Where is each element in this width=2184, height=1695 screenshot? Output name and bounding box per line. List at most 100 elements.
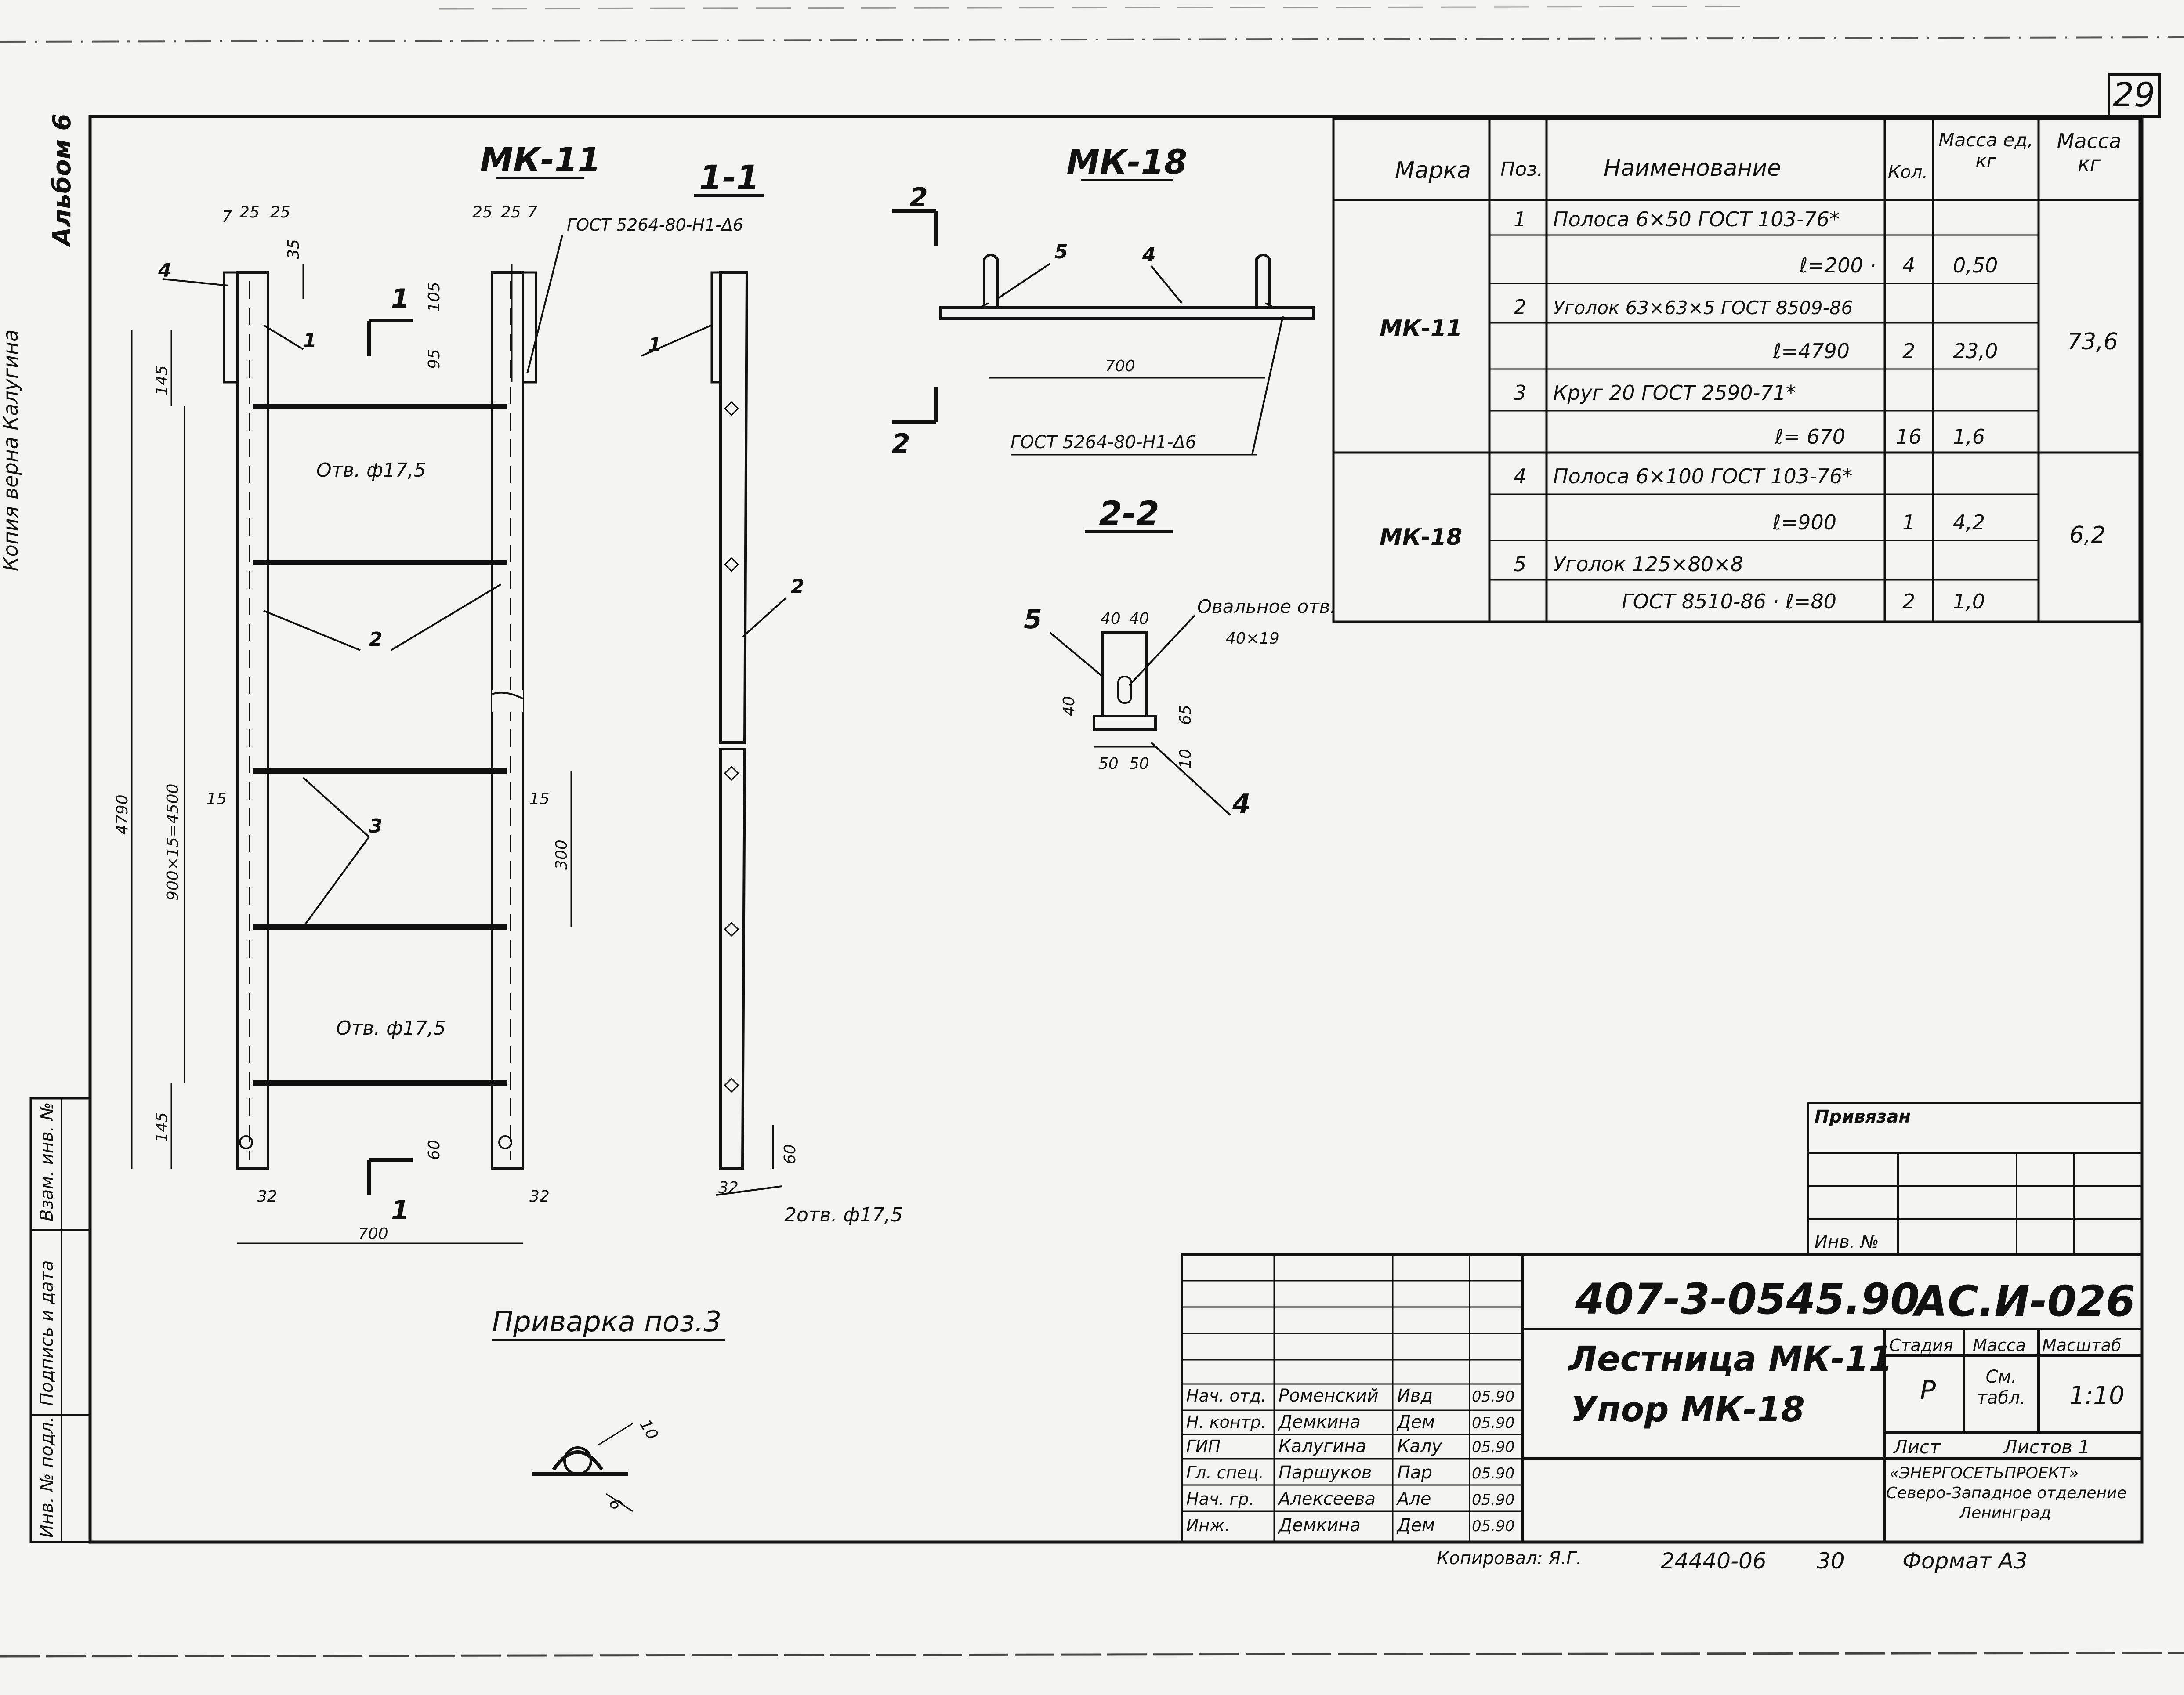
group-mk11-total: 73,6 bbox=[2067, 329, 2118, 355]
dim-95: 95 bbox=[425, 349, 443, 369]
row-unit: 0,50 bbox=[1953, 254, 1998, 277]
signer-sign: Ивд bbox=[1397, 1386, 1433, 1406]
oval-size: 40×19 bbox=[1226, 630, 1279, 648]
dim-105: 105 bbox=[425, 282, 443, 312]
th-mass: Масса кг bbox=[2057, 130, 2122, 175]
group-mk18-total: 6,2 bbox=[2069, 522, 2106, 548]
signer-role: Н. контр. bbox=[1186, 1412, 1266, 1432]
th-mark: Марка bbox=[1395, 157, 1471, 184]
weld-detail bbox=[532, 1423, 633, 1512]
signer-date: 05.90 bbox=[1472, 1438, 1514, 1456]
dim-32c: 32 bbox=[718, 1179, 739, 1197]
scale-value: 1:10 bbox=[2069, 1381, 2125, 1410]
pos-2-mk11: 2 bbox=[369, 628, 383, 651]
weld-title: Приварка поз.3 bbox=[492, 1306, 721, 1338]
dim-25d: 25 bbox=[501, 203, 521, 221]
left-strip bbox=[29, 1097, 91, 1543]
row-name: ℓ=200 · bbox=[1799, 254, 1876, 277]
group-mk11-mark: МК-11 bbox=[1380, 315, 1462, 342]
row-pos: 1 bbox=[1514, 207, 1526, 231]
org-city: Ленинград bbox=[1959, 1504, 2051, 1522]
mk11-plate-right bbox=[522, 271, 537, 384]
signer-date: 05.90 bbox=[1472, 1491, 1514, 1509]
hole-label-top: Отв. ф17,5 bbox=[316, 459, 426, 482]
dim-145b: 145 bbox=[153, 1112, 171, 1142]
row-unit: 1,6 bbox=[1953, 425, 1985, 449]
sheets-header: Листов 1 bbox=[2003, 1436, 2090, 1458]
dim-40b: 40 bbox=[1129, 610, 1149, 628]
scan-edge-top2 bbox=[439, 6, 1758, 10]
row-pos: 2 bbox=[1514, 295, 1526, 319]
signer-role: Нач. гр. bbox=[1186, 1489, 1254, 1509]
pos-2-section: 2 bbox=[791, 576, 804, 598]
row-qty: 2 bbox=[1902, 590, 1915, 613]
signer-sign: Пар bbox=[1397, 1463, 1432, 1483]
signer-name: Демкина bbox=[1278, 1515, 1361, 1536]
row-name: ℓ=4790 bbox=[1772, 339, 1850, 363]
signer-sign: Але bbox=[1396, 1489, 1431, 1509]
two-holes-label: 2отв. ф17,5 bbox=[784, 1204, 903, 1226]
dim-60: 60 bbox=[425, 1140, 443, 1160]
format-label: Формат А3 bbox=[1902, 1548, 2028, 1574]
mk11-ladder bbox=[223, 271, 537, 1170]
section22-title: 2-2 bbox=[1099, 494, 1159, 533]
signer-name: Роменский bbox=[1279, 1386, 1379, 1406]
doc-sheet: АС.И-026 bbox=[1912, 1277, 2135, 1326]
stage-value: Р bbox=[1920, 1375, 1936, 1406]
row-pos: 4 bbox=[1514, 464, 1526, 488]
row-qty: 2 bbox=[1902, 339, 1915, 363]
mk11-title: МК-11 bbox=[480, 140, 601, 179]
row-name: ℓ=900 bbox=[1772, 511, 1836, 534]
binding-box bbox=[1807, 1102, 2143, 1255]
scan-edge-bottom bbox=[0, 1652, 2184, 1658]
signer-sign: Дем bbox=[1396, 1412, 1435, 1432]
row-qty: 1 bbox=[1902, 511, 1915, 534]
row-name: Уголок 125×80×8 bbox=[1553, 552, 1743, 576]
oval-hole-label: Овальное отв. bbox=[1197, 596, 1336, 617]
doc-code: 407-3-0545.90 bbox=[1575, 1275, 1920, 1324]
inventory-number: 24440-06 bbox=[1661, 1548, 1767, 1574]
scan-edge-top bbox=[0, 36, 2184, 43]
mk11-stringer-right bbox=[491, 271, 524, 1170]
section-mark-1 bbox=[367, 319, 413, 1195]
strip-inv-orig: Инв. № подл. bbox=[37, 1416, 57, 1538]
title-line2: Упор МК-18 bbox=[1571, 1390, 1805, 1430]
section-mark-1-bottom: 1 bbox=[391, 1195, 409, 1226]
pos-4-mk11: 4 bbox=[158, 259, 172, 282]
dim-40c: 40 bbox=[1060, 696, 1078, 716]
signer-date: 05.90 bbox=[1472, 1388, 1514, 1405]
row-name: Уголок 63×63×5 ГОСТ 8509-86 bbox=[1553, 297, 1853, 319]
signer-role: Гл. спец. bbox=[1186, 1463, 1264, 1482]
dim-25a: 25 bbox=[239, 203, 260, 221]
pos-1-mk11: 1 bbox=[303, 330, 317, 352]
signer-role: ГИП bbox=[1186, 1437, 1221, 1456]
dim-7b: 7 bbox=[527, 203, 537, 221]
org-name: «ЭНЕРГОСЕТЬПРОЕКТ» bbox=[1889, 1464, 2079, 1482]
signer-role: Нач. отд. bbox=[1186, 1386, 1266, 1405]
signer-role: Инж. bbox=[1186, 1516, 1230, 1535]
section-mark-2-bottom: 2 bbox=[892, 428, 910, 459]
dim-10: 10 bbox=[1177, 749, 1195, 769]
row-name: Круг 20 ГОСТ 2590-71* bbox=[1553, 381, 1796, 405]
album-label: Альбом 6 bbox=[48, 113, 76, 248]
org-branch: Северо-Западное отделение bbox=[1886, 1484, 2127, 1502]
dim-32b: 32 bbox=[529, 1188, 550, 1206]
row-name: ℓ= 670 bbox=[1775, 425, 1845, 449]
section-mark-1-top: 1 bbox=[391, 283, 409, 314]
section-mark-2 bbox=[892, 209, 938, 424]
sheet-header: Лист bbox=[1893, 1436, 1941, 1458]
dim-700b: 700 bbox=[1105, 357, 1135, 375]
mk18-view bbox=[939, 254, 1315, 379]
row-name: ГОСТ 8510-86 · ℓ=80 bbox=[1622, 590, 1836, 613]
dim-60b: 60 bbox=[781, 1144, 799, 1164]
mk11-stringer-left bbox=[236, 271, 269, 1170]
section-mark-2-top: 2 bbox=[909, 182, 928, 213]
signer-name: Алексеева bbox=[1277, 1489, 1376, 1509]
section22-view bbox=[1093, 631, 1157, 748]
dim-25c: 25 bbox=[472, 203, 493, 221]
dim-900x15: 900×15=4500 bbox=[164, 784, 182, 901]
dim-65: 65 bbox=[1177, 705, 1195, 725]
row-qty: 16 bbox=[1896, 425, 1922, 449]
dim-300: 300 bbox=[553, 840, 571, 870]
